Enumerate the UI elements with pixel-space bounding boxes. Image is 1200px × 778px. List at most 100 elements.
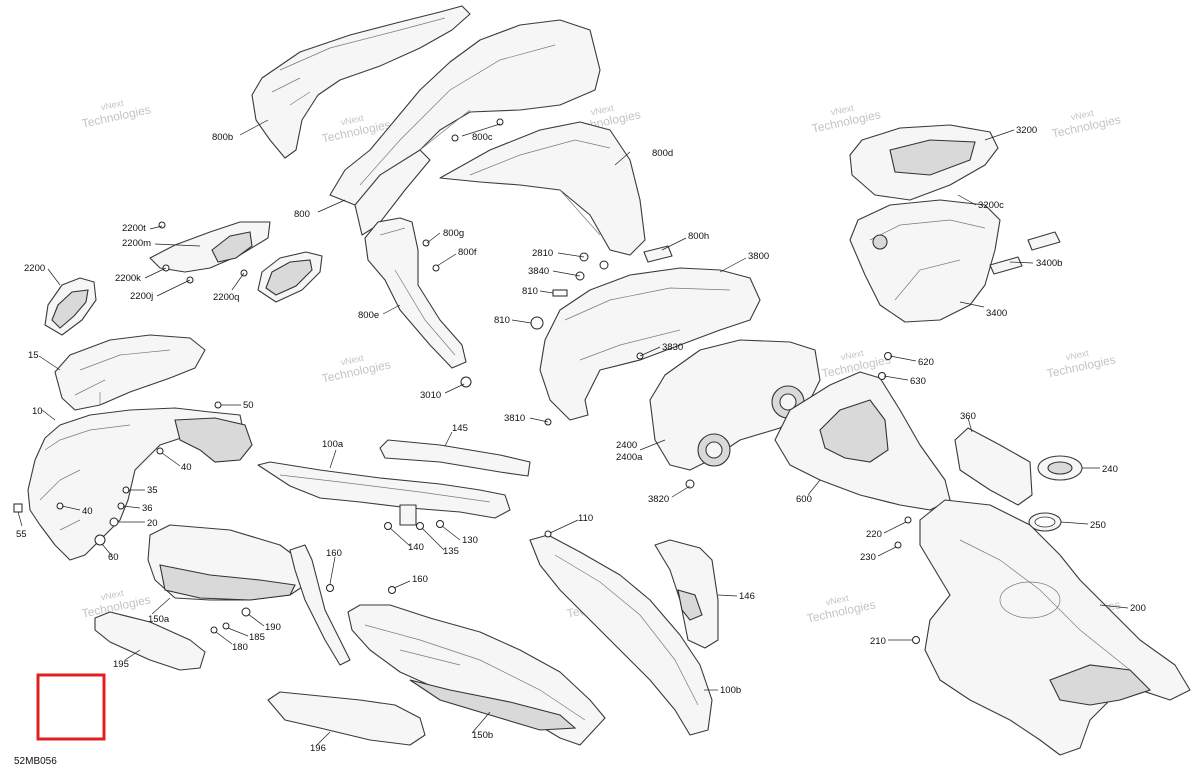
fastener-185[interactable] [222, 622, 230, 630]
callout-135[interactable]: 135 [443, 546, 459, 557]
part-195[interactable] [94, 611, 206, 671]
part-800e[interactable] [364, 217, 467, 369]
fastener-3010[interactable] [460, 376, 472, 388]
part-3400[interactable] [849, 199, 1001, 323]
callout-3800[interactable]: 3800 [748, 251, 769, 262]
callout-40b[interactable]: 40 [82, 506, 93, 517]
fastener-50[interactable] [214, 401, 222, 409]
callout-2200t[interactable]: 2200t [122, 223, 146, 234]
fastener-130[interactable] [436, 520, 444, 528]
callout-55[interactable]: 55 [16, 529, 27, 540]
callout-195[interactable]: 195 [113, 659, 129, 670]
callout-100b[interactable]: 100b [720, 685, 741, 696]
part-800d[interactable] [439, 121, 646, 256]
part-15[interactable] [54, 334, 206, 411]
fastener-810b[interactable] [530, 316, 544, 330]
callout-3200[interactable]: 3200 [1016, 125, 1037, 136]
callout-2810[interactable]: 2810 [532, 248, 553, 259]
callout-185[interactable]: 185 [249, 632, 265, 643]
callout-2200k[interactable]: 2200k [115, 273, 141, 284]
callout-230[interactable]: 230 [860, 552, 876, 563]
fastener-800g[interactable] [422, 239, 430, 247]
callout-360[interactable]: 360 [960, 411, 976, 422]
callout-196[interactable]: 196 [310, 743, 326, 754]
callout-50[interactable]: 50 [243, 400, 254, 411]
fastener-160b[interactable] [388, 586, 396, 594]
callout-810b[interactable]: 810 [494, 315, 510, 326]
part-800b[interactable] [251, 5, 471, 159]
callout-3830[interactable]: 3830 [662, 342, 683, 353]
part-196[interactable] [267, 691, 426, 746]
part-100a[interactable] [257, 461, 511, 519]
fastener-160a[interactable] [326, 584, 334, 592]
callout-190[interactable]: 190 [265, 622, 281, 633]
callout-2400[interactable]: 2400 [616, 440, 637, 451]
callout-210[interactable]: 210 [870, 636, 886, 647]
callout-200[interactable]: 200 [1130, 603, 1146, 614]
fastener-210[interactable] [912, 636, 920, 644]
callout-140[interactable]: 140 [408, 542, 424, 553]
part-145[interactable] [379, 439, 531, 477]
callout-3840[interactable]: 3840 [528, 266, 549, 277]
fastener-135[interactable] [416, 522, 424, 530]
part-200[interactable] [919, 499, 1191, 756]
callout-800c[interactable]: 800c [472, 132, 493, 143]
callout-160a[interactable]: 160 [326, 548, 342, 559]
fastener-800f[interactable] [432, 264, 440, 272]
fastener-810a[interactable] [552, 289, 568, 297]
callout-2400a[interactable]: 2400a [616, 452, 643, 463]
part-800h[interactable] [643, 245, 673, 263]
part-100b[interactable] [529, 534, 713, 736]
part-3800[interactable] [539, 267, 761, 421]
callout-3820[interactable]: 3820 [648, 494, 669, 505]
fastener-3820[interactable] [685, 479, 695, 489]
part-2200-arm[interactable] [149, 221, 271, 273]
fastener-20[interactable] [109, 517, 119, 527]
callout-180[interactable]: 180 [232, 642, 248, 653]
fastener-230[interactable] [894, 541, 902, 549]
part-3400b-b[interactable] [989, 256, 1023, 275]
fastener-40a[interactable] [156, 447, 164, 455]
fastener-800c-b[interactable] [496, 118, 504, 126]
callout-800e[interactable]: 800e [358, 310, 379, 321]
callout-3200c[interactable]: 3200c [978, 200, 1004, 211]
callout-2200q[interactable]: 2200q [213, 292, 239, 303]
callout-240[interactable]: 240 [1102, 464, 1118, 475]
callout-60[interactable]: 60 [108, 552, 119, 563]
fastener-800c[interactable] [451, 134, 459, 142]
fastener-180[interactable] [210, 626, 218, 634]
callout-35[interactable]: 35 [147, 485, 158, 496]
callout-150a[interactable]: 150a [148, 614, 170, 625]
fastener-2810-b[interactable] [599, 260, 609, 270]
callout-130[interactable]: 130 [462, 535, 478, 546]
callout-800h[interactable]: 800h [688, 231, 709, 242]
callout-800f[interactable]: 800f [458, 247, 477, 258]
fastener-140[interactable] [384, 522, 392, 530]
callout-2200m[interactable]: 2200m [122, 238, 151, 249]
callout-2200[interactable]: 2200 [24, 263, 45, 274]
callout-630[interactable]: 630 [910, 376, 926, 387]
callout-3400[interactable]: 3400 [986, 308, 1007, 319]
callout-146[interactable]: 146 [739, 591, 755, 602]
callout-3010[interactable]: 3010 [420, 390, 441, 401]
callout-145[interactable]: 145 [452, 423, 468, 434]
callout-20[interactable]: 20 [147, 518, 158, 529]
callout-800b[interactable]: 800b [212, 132, 233, 143]
callout-36[interactable]: 36 [142, 503, 153, 514]
fastener-60[interactable] [94, 534, 106, 546]
part-360[interactable] [954, 427, 1033, 506]
fastener-55[interactable] [13, 503, 23, 513]
callout-620[interactable]: 620 [918, 357, 934, 368]
callout-800d[interactable]: 800d [652, 148, 673, 159]
fastener-220[interactable] [904, 516, 912, 524]
callout-810a[interactable]: 810 [522, 286, 538, 297]
callout-15[interactable]: 15 [28, 350, 39, 361]
callout-160b[interactable]: 160 [412, 574, 428, 585]
callout-800g[interactable]: 800g [443, 228, 464, 239]
callout-110[interactable]: 110 [578, 513, 593, 524]
fastener-110[interactable] [544, 530, 552, 538]
callout-250[interactable]: 250 [1090, 520, 1106, 531]
fastener-2200t[interactable] [158, 221, 166, 229]
callout-100a[interactable]: 100a [322, 439, 344, 450]
callout-220[interactable]: 220 [866, 529, 882, 540]
